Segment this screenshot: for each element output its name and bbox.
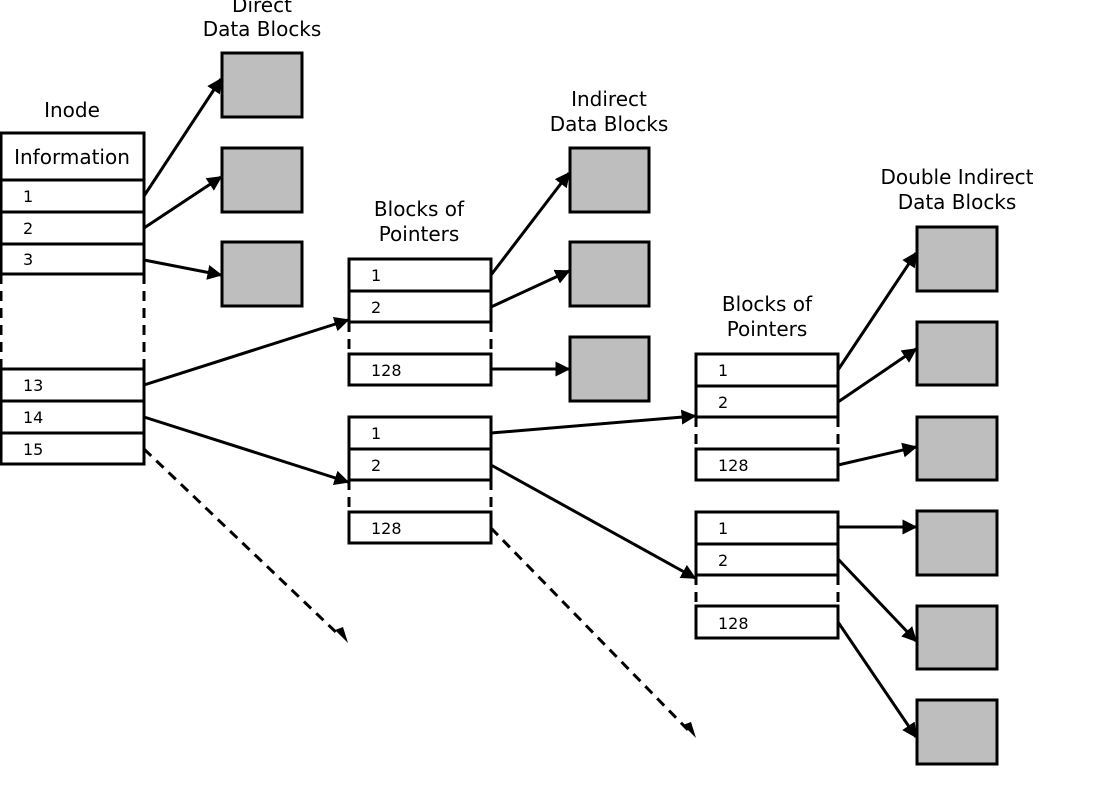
arrow-direct-1: [142, 77, 223, 197]
arrow-to-double-data: [836, 557, 918, 643]
arrow-pointer-to-pointer: [490, 409, 697, 435]
arrow-to-double-data: [836, 621, 918, 739]
indirect-data-block: [568, 146, 651, 214]
pointer-entry-label: 128: [718, 614, 749, 633]
direct-data-block: [220, 146, 304, 214]
pointer-block-2: 1 2 128: [347, 415, 493, 545]
indirect-heading-line1: Indirect: [571, 87, 647, 111]
double-indirect-data-block: [915, 509, 999, 577]
direct-heading-line1: Direct: [232, 0, 292, 17]
double-indirect-data-block: [915, 604, 999, 671]
double-indirect-heading-line1: Double Indirect: [881, 165, 1034, 189]
pointer-entry-label: 2: [718, 551, 728, 570]
arrowhead-pointer-continued: [683, 722, 696, 738]
inode-entry: [0, 431, 146, 466]
pointer-block-1: 1 2 128: [347, 257, 493, 387]
pointer-entry-label: 128: [371, 519, 402, 538]
pointer-entry: [694, 510, 840, 546]
arrow-pointer-to-pointer: [490, 463, 697, 580]
direct-data-block: [220, 240, 304, 308]
arrow-pointer-to-indirect: [489, 171, 571, 276]
inode-table: Information 1 2 3 13 14 15: [0, 131, 146, 466]
pointer-entry-label: 1: [371, 424, 381, 443]
direct-heading-line2: Data Blocks: [203, 17, 322, 41]
pointers-heading-2-line2: Pointers: [727, 317, 808, 341]
pointer-entry-label: 2: [371, 298, 381, 317]
pointer-entry-label: 1: [371, 266, 381, 285]
inode-heading: Inode: [44, 98, 100, 122]
indirect-heading-line2: Data Blocks: [550, 112, 669, 136]
indirect-data-block: [568, 240, 651, 308]
pointer-entry: [347, 447, 493, 482]
inode-entry-label: 1: [23, 187, 33, 206]
arrowhead-triple-indirect: [335, 627, 348, 643]
direct-data-block: [220, 51, 304, 119]
arrow-direct-3: [143, 258, 223, 280]
arrow-to-double-data: [837, 347, 918, 404]
indirect-data-block: [568, 335, 651, 403]
inode-entry-label: 15: [23, 440, 43, 459]
pointer-entry-label: 2: [718, 393, 728, 412]
pointer-entry: [347, 510, 493, 545]
double-indirect-data-block: [915, 415, 999, 482]
double-indirect-heading-line2: Data Blocks: [898, 190, 1017, 214]
inode-entry-label: 13: [23, 376, 43, 395]
pointers-heading-1-line2: Pointers: [379, 222, 460, 246]
pointers-heading-2-line1: Blocks of: [722, 292, 813, 316]
pointer-entry-label: 128: [371, 361, 402, 380]
pointer-entry: [694, 384, 840, 419]
arrow-single-indirect: [143, 316, 350, 387]
pointer-entry-label: 128: [718, 456, 749, 475]
arrow-to-double-data: [836, 251, 918, 371]
arrow-triple-indirect: [142, 447, 342, 638]
pointers-heading-1-line1: Blocks of: [374, 197, 465, 221]
arrow-to-double-data: [837, 442, 918, 467]
double-indirect-data-block: [915, 225, 999, 293]
arrow-double-indirect: [143, 415, 350, 486]
pointer-block-3: 1 2 128: [694, 352, 840, 482]
pointer-entry-label: 2: [371, 456, 381, 475]
arrow-direct-2: [143, 175, 223, 230]
pointer-entry-label: 1: [718, 519, 728, 538]
arrow-pointer-continued: [489, 526, 690, 732]
double-indirect-data-block: [915, 698, 999, 766]
inode-info-label: Information: [14, 145, 130, 169]
inode-entry-label: 2: [23, 219, 33, 238]
pointer-entry-label: 1: [718, 361, 728, 380]
arrow-pointer-to-indirect: [490, 269, 571, 309]
inode-entry: [0, 242, 146, 276]
double-indirect-data-block: [915, 320, 999, 387]
inode-entry-label: 3: [23, 250, 33, 269]
pointer-block-4: 1 2 128: [694, 510, 840, 640]
inode-entry-label: 14: [23, 408, 43, 427]
pointer-entry: [347, 257, 493, 293]
